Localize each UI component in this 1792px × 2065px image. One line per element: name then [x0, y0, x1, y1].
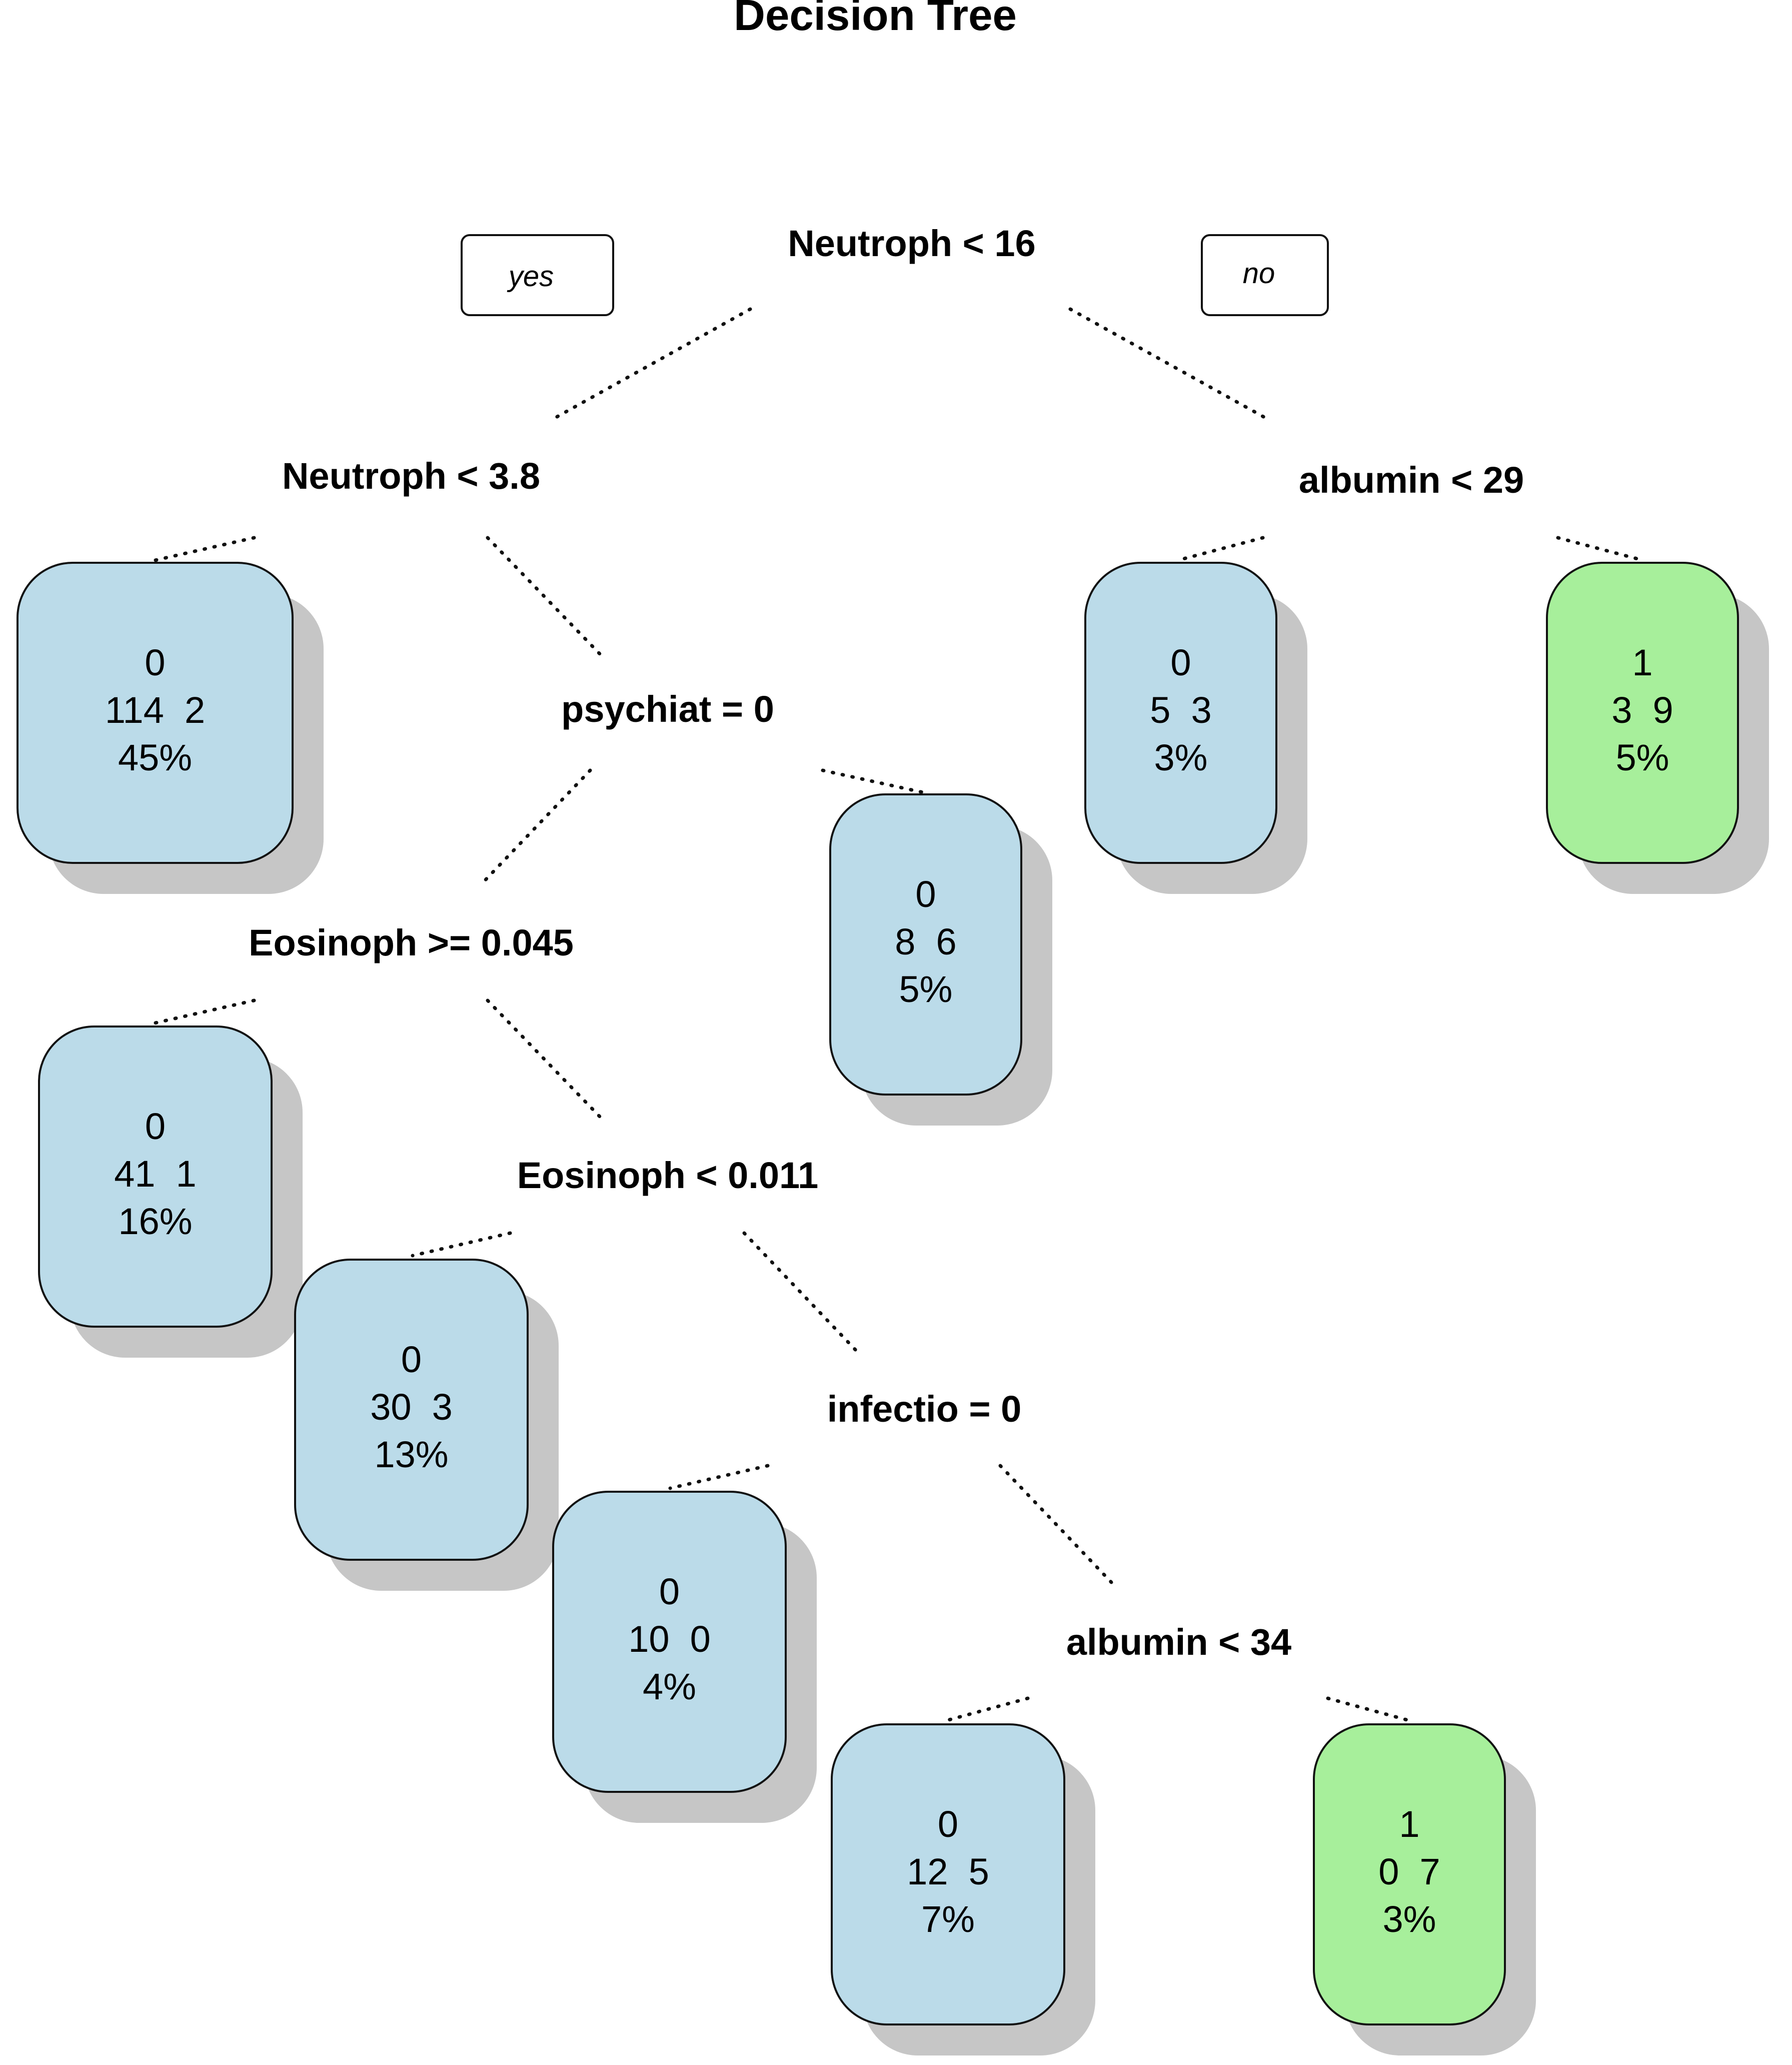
split-node-eosinoph-0-045: Eosinoph >= 0.045 — [249, 922, 574, 963]
leaf-counts: 5 3 — [1150, 689, 1211, 731]
edge-root-left — [551, 307, 752, 421]
leaf-class-label: 0 — [401, 1339, 422, 1380]
edge-n21-leaf3 — [411, 1231, 512, 1258]
leaf-counts: 114 2 — [105, 689, 205, 731]
leaf-class-label: 0 — [659, 1571, 680, 1612]
diagram-title: Decision Tree — [734, 0, 1017, 40]
split-node-neutroph-3-8: Neutroph < 3.8 — [282, 455, 540, 497]
edge-n43-leaf4 — [668, 1464, 770, 1490]
leaf-counts: 41 1 — [114, 1153, 197, 1195]
leaf-node-6: 1 0 7 3% — [1313, 1723, 1536, 2055]
leaf-box — [831, 1723, 1065, 2025]
leaf-node-8: 0 5 3 3% — [1084, 562, 1307, 894]
leaf-box — [294, 1259, 529, 1561]
leaf-counts: 10 0 — [628, 1618, 711, 1660]
leaf-class-label: 1 — [1632, 642, 1652, 683]
split-node-albumin-34: albumin < 34 — [1066, 1621, 1291, 1663]
leaf-counts: 8 6 — [895, 921, 956, 962]
leaf-percent: 3% — [1154, 737, 1208, 778]
leaf-counts: 3 9 — [1611, 689, 1673, 731]
leaf-class-label: 0 — [938, 1803, 958, 1845]
split-node-infectio: infectio = 0 — [827, 1388, 1022, 1430]
leaf-class-label: 0 — [1170, 642, 1191, 683]
leaf-node-3: 0 30 3 13% — [294, 1259, 559, 1591]
leaf-percent: 4% — [643, 1666, 696, 1707]
leaf-class-label: 1 — [1399, 1803, 1419, 1845]
leaf-node-5: 0 12 5 7% — [831, 1723, 1095, 2055]
leaf-node-9: 1 3 9 5% — [1546, 562, 1769, 894]
leaf-counts: 30 3 — [370, 1386, 453, 1428]
no-branch-box: no — [1201, 234, 1329, 316]
leaf-box — [17, 562, 294, 864]
leaf-box — [38, 1025, 273, 1328]
leaf-box — [829, 793, 1022, 1096]
leaf-node-7: 0 8 6 5% — [829, 793, 1052, 1126]
edge-root-right — [1068, 307, 1270, 421]
edge-n87-leaf6 — [1326, 1696, 1412, 1723]
edge-n5-n10 — [478, 768, 592, 887]
leaf-percent: 16% — [118, 1201, 192, 1242]
leaf-class-label: 0 — [145, 1106, 166, 1147]
leaf-counts: 12 5 — [907, 1851, 989, 1892]
leaf-box — [552, 1491, 787, 1793]
leaf-percent: 7% — [921, 1898, 975, 1940]
leaf-counts: 0 7 — [1378, 1851, 1440, 1892]
edge-n5-leaf7 — [821, 768, 927, 795]
leaf-node-4: 0 10 0 4% — [552, 1491, 817, 1823]
edge-n10-leaf2 — [153, 998, 256, 1025]
leaf-percent: 45% — [118, 737, 192, 778]
leaf-node-1: 0 114 2 45% — [17, 562, 324, 894]
leaf-percent: 5% — [899, 968, 953, 1010]
edge-n3-leaf8 — [1176, 536, 1265, 562]
split-nodes: Neutroph < 16 Neutroph < 3.8 albumin < 2… — [249, 223, 1524, 1663]
edge-n2-n5 — [486, 536, 602, 656]
leaf-class-label: 0 — [915, 873, 936, 915]
leaf-box — [1313, 1723, 1506, 2025]
no-label: no — [1243, 257, 1275, 290]
edge-n10-n21 — [486, 998, 602, 1119]
leaf-percent: 5% — [1616, 737, 1669, 778]
yes-label: yes — [507, 260, 554, 293]
split-node-eosinoph-0-011: Eosinoph < 0.011 — [517, 1155, 819, 1196]
yes-branch-box: yes — [461, 234, 614, 316]
edge-n3-leaf9 — [1556, 536, 1645, 562]
edge-n21-n43 — [742, 1231, 858, 1353]
edge-n87-leaf5 — [943, 1696, 1030, 1723]
leaf-box — [1084, 562, 1277, 864]
split-node-psychiat: psychiat = 0 — [561, 688, 774, 730]
leaf-percent: 3% — [1383, 1898, 1436, 1940]
edge-n43-n87 — [998, 1464, 1113, 1584]
edge-n2-leaf1 — [153, 536, 256, 562]
leaf-class-label: 0 — [145, 642, 165, 683]
tree-edges — [153, 307, 1645, 1723]
split-node-albumin-29: albumin < 29 — [1299, 459, 1524, 501]
leaf-node-2: 0 41 1 16% — [38, 1025, 303, 1358]
split-node-root: Neutroph < 16 — [788, 223, 1036, 264]
leaf-percent: 13% — [374, 1434, 448, 1475]
leaf-box — [1546, 562, 1739, 864]
